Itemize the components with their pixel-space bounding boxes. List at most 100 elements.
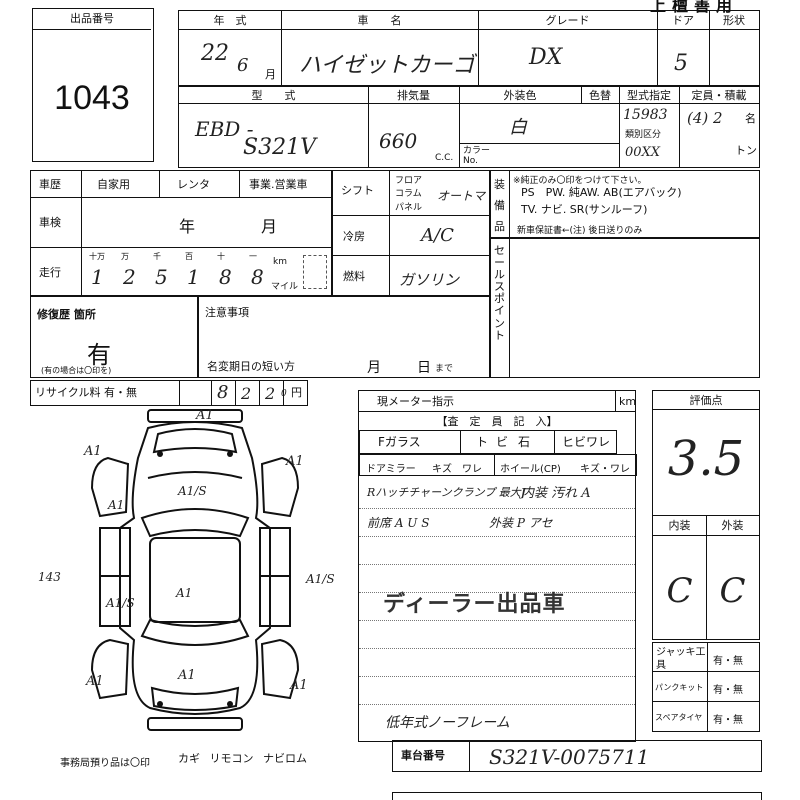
score-value: 3.5 (667, 431, 745, 487)
mile-checkbox[interactable] (303, 255, 327, 289)
jack-choice[interactable]: 有・無 (713, 656, 743, 667)
mileage-unit-10: 十 (217, 252, 225, 261)
damage-mark-right-front: A1 (286, 454, 304, 469)
color-change-label: 色替 (589, 89, 611, 102)
doors-value: 5 (674, 51, 688, 76)
inspection-label: 車検 (39, 216, 61, 229)
shift-option-panel: パネル (395, 203, 423, 213)
damage-mark-right-side: A1/S (306, 572, 335, 586)
inspector-note-1: Rハッチチャーンクランプ 最大J (367, 486, 526, 499)
grade-value: DX (529, 45, 563, 70)
exterior-label: 外装 (721, 519, 744, 532)
inspection-month: 月 (261, 217, 278, 236)
wheel-label: ホイール(CP) (500, 464, 561, 475)
puncture-kit-choice[interactable]: 有・無 (713, 685, 743, 696)
mileage-digit-3: 5 (155, 265, 168, 289)
cc-unit: C.C. (435, 153, 454, 163)
color-no-label: カラー No. (463, 146, 491, 166)
mileage-digit-4: 1 (187, 265, 200, 289)
score-label: 評価点 (689, 394, 723, 407)
mirror-label: ドアミラー (366, 464, 416, 475)
glass-option-crack: ヒビワレ (562, 435, 611, 449)
car-name-value: ハイゼットカーゴ (299, 53, 475, 78)
wheel-options: キズ・ワレ (580, 464, 630, 475)
equipment-label: 装備品 (494, 178, 505, 233)
inspector-label: 【査 定 員 記 入】 (436, 415, 558, 428)
inspector-area: 【査 定 員 記 入】 Fガラス ト ビ 石 ヒビワレ ドアミラー キズ ワレ … (358, 412, 637, 742)
meter-label: 現メーター指示 (377, 395, 454, 408)
capacity-unit-persons: 名 (745, 112, 756, 125)
spare-tire-choice[interactable]: 有・無 (713, 715, 743, 726)
damage-mark-rear-center: A1 (178, 668, 196, 683)
recycle-digit-1: 8 (217, 382, 229, 403)
lot-number-box: 出品番号 1043 (32, 8, 154, 162)
damage-mark-left-side: 143 (38, 570, 61, 584)
mileage-unit-1k: 千 (153, 252, 161, 261)
damage-mark-left-door: A1/S (106, 596, 135, 610)
color-value: 白 (509, 117, 527, 138)
km-label: km (273, 257, 287, 267)
inspector-note-2: 前席 A U S (367, 516, 430, 530)
ac-label: 冷房 (343, 230, 365, 243)
color-label: 外装色 (503, 89, 537, 102)
recycle-digit-4: 0 (281, 389, 287, 399)
shift-block: シフト フロア コラム パネル オートマ 冷房 A/C 燃料 ガソリン (332, 170, 490, 296)
recycle-digit-2: 2 (241, 384, 252, 403)
name-change-month: 月 (367, 360, 381, 376)
equipment-block: 装備品 ※純正のみ〇印をつけて下さい。 PS PW. 純AW. AB(エアバック… (490, 170, 760, 238)
inspection-year: 年 (179, 217, 196, 236)
top-title: 上檀善用 (650, 0, 739, 15)
mileage-digit-6: 8 (251, 265, 264, 289)
repair-block: 修復歴 箇所 有 (有の場合は〇印を) (30, 296, 198, 378)
recycle-unit: 円 (291, 386, 302, 399)
recycle-row: リサイクル料 有・無 8 2 2 0 円 (30, 380, 308, 406)
chassis-row: 車台番号 S321V-0075711 (392, 740, 762, 772)
left-front-fender (90, 456, 130, 518)
mileage-label: 走行 (39, 266, 61, 279)
shift-option-column: コラム (395, 189, 422, 199)
fuel-label: 燃料 (343, 270, 365, 283)
year-label: 年 式 (213, 14, 247, 27)
spare-tire-label: スペアタイヤ (655, 713, 703, 722)
damage-mark-left-rear: A1 (86, 674, 104, 689)
model-value-2: S321V (243, 135, 316, 160)
doors-label: ドア (672, 14, 694, 27)
damage-mark-hood: A1/S (178, 484, 207, 498)
body-label: 形状 (723, 14, 745, 27)
glass-option-scratch: ト (476, 435, 489, 449)
grade-label: グレード (545, 14, 590, 27)
damage-mark-left-mid: A1 (108, 498, 125, 512)
lot-number-label: 出品番号 (70, 12, 114, 25)
fuel-value: ガソリン (399, 271, 460, 289)
year-value: 22 (201, 41, 229, 66)
mirror-row: ドアミラー キズ ワレ ホイール(CP) キズ・ワレ (359, 454, 637, 476)
tools-block: ジャッキ工具 有・無 パンクキット 有・無 スペアタイヤ 有・無 (652, 642, 760, 732)
name-change-until: まで (435, 364, 454, 374)
type-label: 型式指定 (627, 89, 671, 102)
name-change-day: 日 (417, 360, 431, 376)
exterior-value: C (719, 571, 746, 611)
mile-label: マイル (271, 282, 299, 292)
mileage-unit-1: 一 (249, 252, 257, 261)
shift-label: シフト (341, 184, 374, 197)
meter-row: 現メーター指示 km (358, 390, 636, 412)
equipment-line-3: 新車保証書←(注) 後日送りのみ (517, 226, 643, 236)
history-option-rental: レンタ (177, 178, 210, 191)
glass-row: Fガラス ト ビ 石 ヒビワレ (359, 430, 617, 454)
name-change-label: 名変期日の短い方 (207, 360, 295, 373)
mileage-unit-100: 百 (185, 252, 193, 261)
history-block: 車歴 自家用 レンタ 事業.営業車 車検 年 月 走行 十万 万 千 百 十 一… (30, 170, 332, 296)
equipment-note: ※純正のみ〇印をつけて下さい。 (513, 176, 647, 186)
class-value: 00XX (625, 145, 661, 160)
puncture-kit-label: パンクキット (655, 683, 704, 692)
lot-number-value: 1043 (54, 79, 130, 117)
shift-option-floor: フロア (395, 176, 423, 186)
caution-block: 注意事項 名変期日の短い方 月 日 まで (198, 296, 490, 378)
history-option-business: 事業.営業車 (249, 178, 308, 191)
cc-value: 660 (379, 129, 418, 153)
recycle-label: リサイクル料 有・無 (35, 386, 137, 399)
capacity-value: (4) 2 (687, 109, 723, 127)
right-rear-fender (260, 638, 300, 700)
inspector-note-2b: 外装 P アセ (489, 516, 553, 530)
damage-mark-left-front: A1 (84, 444, 102, 459)
